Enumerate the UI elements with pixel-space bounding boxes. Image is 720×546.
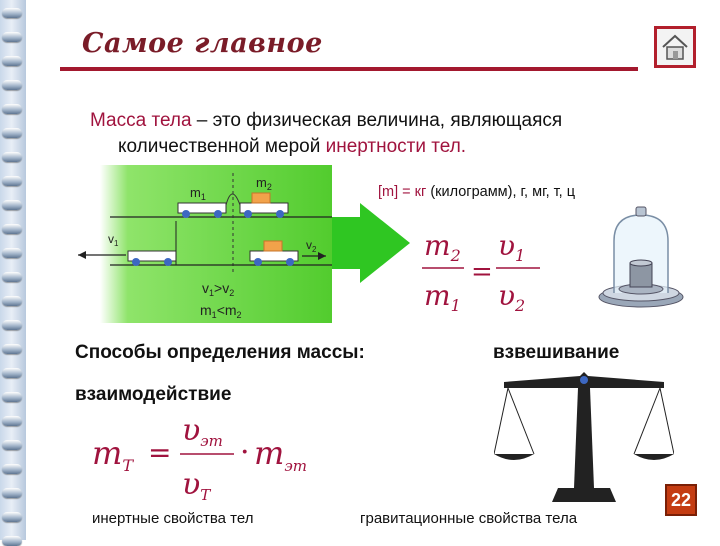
spiral-ring — [2, 440, 22, 450]
definition-line1: – это физическая величина, являющаяся — [191, 110, 563, 131]
kilogram-standard-icon — [598, 206, 684, 308]
spiral-ring — [2, 512, 22, 522]
formula1-den-right: υ — [498, 279, 515, 312]
svg-text:m1: m1 — [190, 185, 206, 202]
label-m2: m — [256, 175, 267, 190]
mass-definition: Масса тела – это физическая величина, яв… — [90, 108, 710, 160]
home-button[interactable] — [654, 26, 696, 68]
spiral-binding — [0, 0, 26, 546]
svg-text:υэт: υэт — [182, 413, 223, 450]
cart-1-top — [177, 202, 227, 214]
label-m1: m — [190, 185, 201, 200]
mass-velocity-formula: m2 m1 υ1 υ2 = — [422, 229, 540, 315]
formula2-den: υ — [182, 467, 200, 502]
spiral-ring — [2, 8, 22, 18]
formula1-num-left: m — [424, 229, 451, 262]
interaction-formula: mT = υэт υT · mэт — [92, 413, 307, 504]
spiral-ring — [2, 152, 22, 162]
label-v1: v — [108, 232, 114, 246]
caption-gravitational: гравитационные свойства тела — [360, 510, 578, 527]
units-list: (килограмм), г, мг, т, ц — [426, 184, 576, 200]
spiral-ring — [2, 488, 22, 498]
svg-text:m2: m2 — [424, 229, 461, 265]
collision-diagram: m1 m2 v1 v2 v1>v2 m1<m2 — [78, 165, 410, 323]
svg-text:v1: v1 — [108, 232, 119, 248]
spiral-ring — [2, 248, 22, 258]
methods-heading: Способы определения массы: — [75, 342, 365, 363]
formula2-dot: · — [240, 435, 250, 470]
spiral-ring — [2, 176, 22, 186]
formula2-lhs: m — [92, 434, 122, 472]
spiral-ring — [2, 464, 22, 474]
mass-units: [m] = кг (килограмм), г, мг, т, ц — [378, 184, 575, 200]
spiral-ring — [2, 272, 22, 282]
units-symbol: [m] = кг — [378, 184, 427, 200]
svg-text:mэт: mэт — [254, 434, 307, 475]
svg-text:m1: m1 — [424, 279, 461, 315]
spiral-ring — [2, 104, 22, 114]
balance-scales-icon — [494, 372, 674, 502]
spiral-ring — [2, 416, 22, 426]
formula2-rhs: m — [254, 434, 284, 472]
green-panel — [100, 165, 332, 323]
spiral-ring — [2, 392, 22, 402]
spiral-ring — [2, 296, 22, 306]
spiral-ring — [2, 536, 22, 546]
slide-title: Самое главное — [82, 28, 323, 59]
definition-inertia: инертности тел. — [325, 136, 467, 157]
svg-text:υT: υT — [182, 467, 211, 504]
method-weighing: взвешивание — [493, 342, 620, 363]
spiral-ring — [2, 200, 22, 210]
spiral-ring — [2, 320, 22, 330]
formula1-den-left: m — [424, 279, 451, 312]
spiral-ring — [2, 368, 22, 378]
home-icon — [662, 34, 688, 60]
definition-quantitative: количественной — [118, 136, 260, 157]
svg-text:mT: mT — [92, 434, 134, 475]
formula1-equals: = — [471, 257, 493, 287]
spiral-ring — [2, 128, 22, 138]
spiral-ring — [2, 56, 22, 66]
definition-term: Масса тела — [90, 110, 192, 131]
formula2-num: υ — [182, 413, 200, 448]
result-arrow — [332, 203, 410, 283]
caption-inertial: инертные свойства тел — [92, 510, 254, 527]
spiral-ring — [2, 80, 22, 90]
svg-text:m2: m2 — [256, 175, 272, 192]
slide-number-badge[interactable]: 22 — [665, 484, 697, 516]
svg-text:υ2: υ2 — [498, 279, 525, 315]
formula1-num-right: υ — [498, 229, 515, 262]
method-interaction: взаимодействие — [75, 384, 232, 405]
mass-relation: m1<m2 — [200, 302, 242, 320]
svg-text:υ1: υ1 — [498, 229, 525, 265]
definition-measure: мерой — [259, 136, 326, 157]
spiral-ring — [2, 32, 22, 42]
spiral-ring — [2, 344, 22, 354]
formula2-equals: = — [148, 436, 171, 469]
title-underline — [60, 67, 638, 71]
label-v2: v — [306, 238, 312, 252]
svg-text:v2: v2 — [306, 238, 317, 254]
velocity-relation: v1>v2 — [202, 280, 234, 298]
spiral-ring — [2, 224, 22, 234]
